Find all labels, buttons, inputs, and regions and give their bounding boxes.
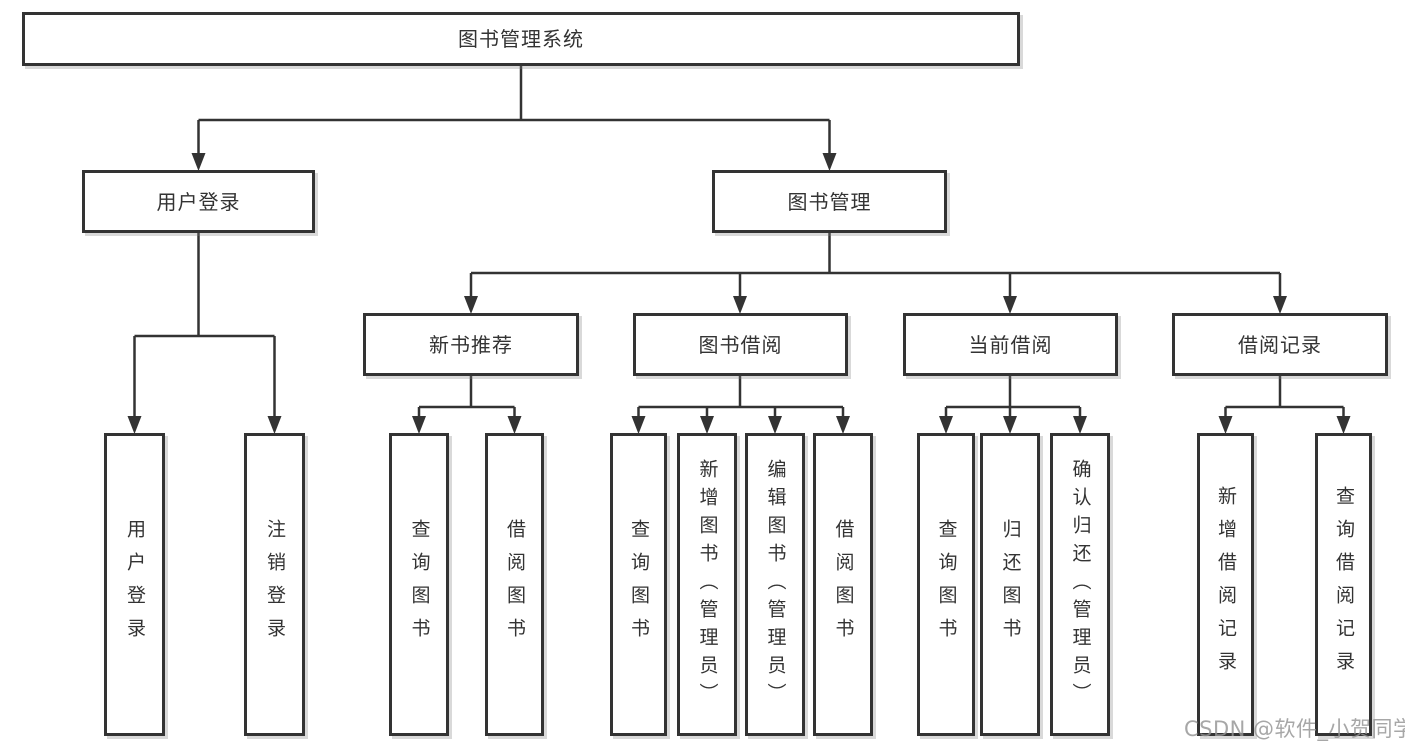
leaf-query-books-borrowing: 查询图书 [610, 433, 667, 736]
leaf-borrow-books: 借阅图书 [813, 433, 873, 736]
node-book-management: 图书管理 [712, 170, 947, 233]
leaf-confirm-return-admin: 确认归还（管理员） [1050, 433, 1110, 736]
leaf-add-borrow-record: 新增借阅记录 [1197, 433, 1254, 736]
leaf-query-borrow-record: 查询借阅记录 [1315, 433, 1372, 736]
node-library-management-system: 图书管理系统 [22, 12, 1020, 66]
leaf-edit-books-admin: 编辑图书（管理员） [745, 433, 805, 736]
leaf-logout: 注销登录 [244, 433, 305, 736]
leaf-add-books-admin: 新增图书（管理员） [677, 433, 737, 736]
leaf-query-books-current: 查询图书 [917, 433, 975, 736]
leaf-user-login: 用户登录 [104, 433, 165, 736]
csdn-watermark: CSDN @软件_小贺同学 [1184, 717, 1405, 741]
node-new-book-recommend: 新书推荐 [363, 313, 579, 376]
leaf-return-books: 归还图书 [980, 433, 1040, 736]
node-borrowing-records: 借阅记录 [1172, 313, 1388, 376]
leaf-borrow-books-recommend: 借阅图书 [485, 433, 544, 736]
node-book-borrowing: 图书借阅 [633, 313, 848, 376]
node-user-login: 用户登录 [82, 170, 315, 233]
node-current-borrowing: 当前借阅 [903, 313, 1118, 376]
leaf-query-books-recommend: 查询图书 [389, 433, 449, 736]
